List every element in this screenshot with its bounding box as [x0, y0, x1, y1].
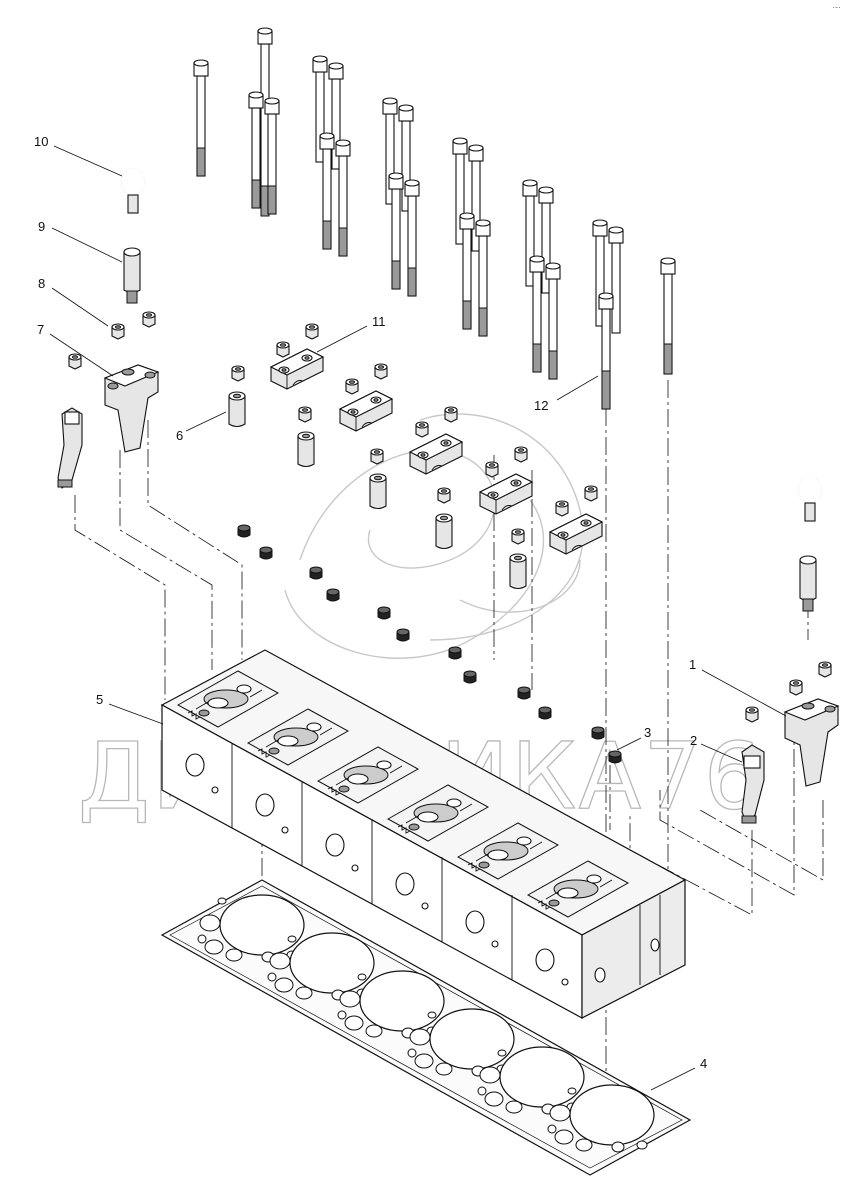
callout-12: 12 — [534, 398, 548, 413]
gasket-port — [477, 1086, 487, 1096]
gasket-bore — [429, 1008, 515, 1070]
corner-mark: ·-· — [832, 2, 841, 12]
gasket-bore — [289, 932, 375, 994]
gasket-port — [287, 935, 297, 943]
gasket-port — [505, 1100, 523, 1114]
gasket-port — [414, 1053, 434, 1069]
gasket-bore — [219, 894, 305, 956]
spacer-right — [799, 555, 817, 612]
gasket-port — [575, 1138, 593, 1152]
lifting-eye-left — [120, 167, 146, 214]
callout-5: 5 — [96, 692, 103, 707]
head-bolts — [193, 27, 676, 410]
gasket-port — [407, 1048, 417, 1058]
gasket-port — [611, 1141, 625, 1153]
callout-10: 10 — [34, 134, 48, 149]
gasket-port — [295, 986, 313, 1000]
gasket-port — [409, 1028, 431, 1046]
gasket-port — [547, 1124, 557, 1134]
rocker-bracket-right — [783, 661, 840, 787]
rocker-arm-left — [57, 407, 83, 489]
gasket-port — [269, 952, 291, 970]
spacer-left — [123, 247, 141, 304]
gasket-bore — [499, 1046, 585, 1108]
gasket-port — [435, 1062, 453, 1076]
gasket-port — [636, 1140, 648, 1150]
gasket-port — [344, 1015, 364, 1031]
gasket-bore — [359, 970, 445, 1032]
callout-6: 6 — [176, 428, 183, 443]
gasket-port — [484, 1091, 504, 1107]
gasket-port — [497, 1049, 507, 1057]
callout-2: 2 — [690, 733, 697, 748]
cylinder-head — [160, 649, 687, 1020]
gasket-port — [554, 1129, 574, 1145]
gasket-port — [567, 1087, 577, 1095]
gasket-port — [274, 977, 294, 993]
gasket-port — [204, 939, 224, 955]
leader-lines — [49, 145, 787, 1091]
gasket-port — [199, 914, 221, 932]
callout-9: 9 — [38, 219, 45, 234]
callout-11: 11 — [372, 314, 386, 329]
callout-3: 3 — [644, 725, 651, 740]
gasket-port — [479, 1066, 501, 1084]
gasket-port — [197, 934, 207, 944]
gasket-port — [217, 897, 227, 905]
lifting-eye-right — [797, 475, 823, 522]
gasket-port — [365, 1024, 383, 1038]
callout-labels: 10 9 8 7 6 11 12 1 2 3 5 4 — [34, 134, 707, 1071]
callout-7: 7 — [37, 322, 44, 337]
nuts-left — [68, 311, 156, 370]
gasket-bore — [569, 1084, 655, 1146]
callout-1: 1 — [689, 657, 696, 672]
gasket-port — [549, 1104, 571, 1122]
gasket-port — [339, 990, 361, 1008]
callout-4: 4 — [700, 1056, 707, 1071]
assembly-center-lines — [74, 380, 824, 1080]
gasket-port — [225, 948, 243, 962]
rocker-bracket-left — [103, 364, 160, 453]
gasket-port — [427, 1011, 437, 1019]
head-gasket — [160, 879, 692, 1176]
gasket-port — [267, 972, 277, 982]
rocker-arm-right — [741, 706, 765, 824]
callout-8: 8 — [38, 276, 45, 291]
gasket-port — [337, 1010, 347, 1020]
gasket-port — [357, 973, 367, 981]
